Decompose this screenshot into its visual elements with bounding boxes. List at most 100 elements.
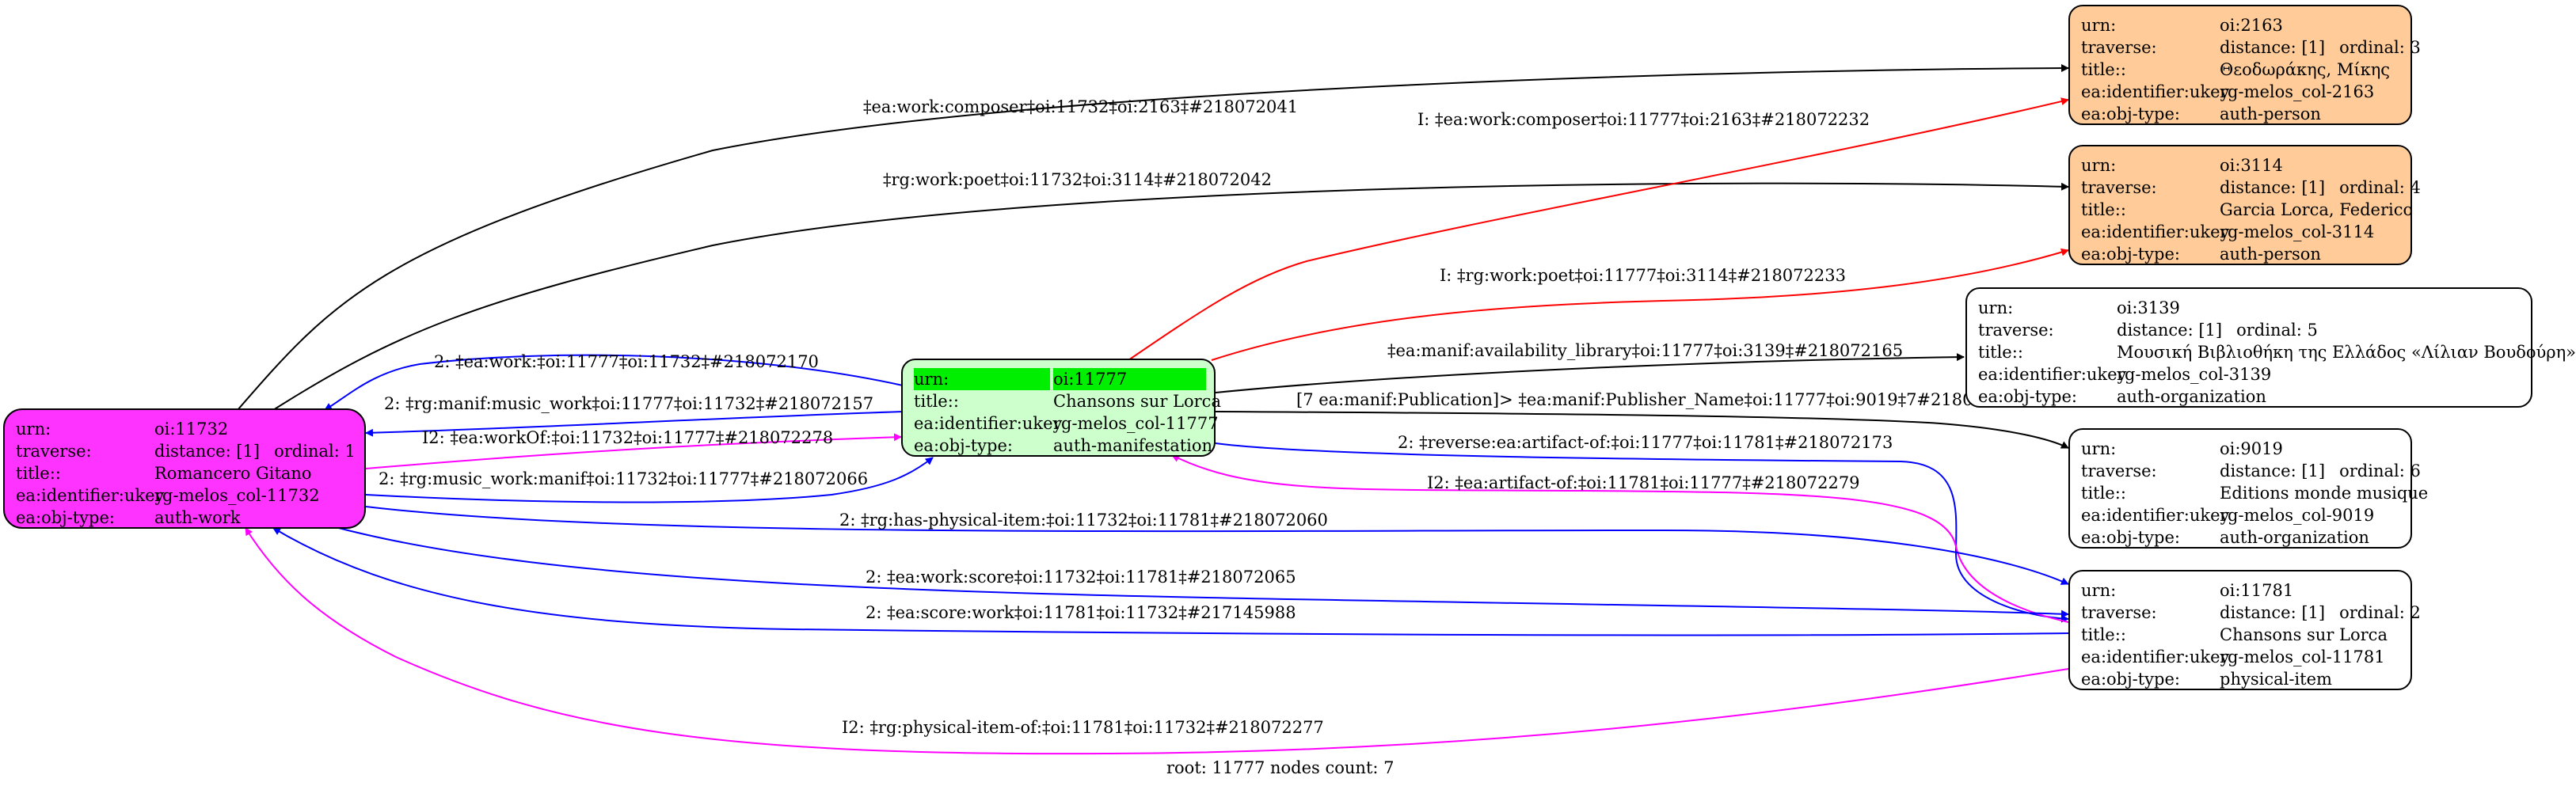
type-value: auth-work bbox=[154, 508, 241, 527]
edge-line-score-work bbox=[272, 527, 2069, 636]
edge-line-artifact-11781 bbox=[1171, 454, 2069, 623]
distance-value: distance: [1] bbox=[2117, 321, 2223, 340]
title-key: title:: bbox=[2081, 625, 2126, 644]
distance-value: distance: [1] bbox=[2220, 38, 2326, 57]
ukey-key: ea:identifier:ukey bbox=[16, 486, 165, 505]
ordinal-value: ordinal: 6 bbox=[2339, 461, 2421, 480]
type-value: auth-organization bbox=[2220, 528, 2369, 547]
ukey-key: ea:identifier:ukey bbox=[914, 414, 1063, 433]
urn-key: urn: bbox=[2081, 156, 2117, 175]
ordinal-value: ordinal: 4 bbox=[2339, 178, 2421, 197]
urn-key: urn: bbox=[2081, 16, 2117, 35]
title-value: Chansons sur Lorca bbox=[1053, 392, 1221, 411]
traverse-key: traverse: bbox=[2081, 38, 2157, 57]
traverse-key: traverse: bbox=[16, 442, 92, 461]
edge-label-work-score: 2: ‡ea:work:score‡oi:11732‡oi:11781‡#218… bbox=[866, 568, 1296, 587]
title-key: title:: bbox=[16, 464, 61, 483]
traverse-key: traverse: bbox=[1978, 321, 2054, 340]
ukey-key: ea:identifier:ukey bbox=[2081, 647, 2230, 666]
type-value: auth-person bbox=[2220, 104, 2321, 123]
edge-label-library-11777: ‡ea:manif:availability_library‡oi:11777‡… bbox=[1387, 341, 1904, 360]
edge-label-physical-item-of: I2: ‡rg:physical-item-of:‡oi:11781‡oi:11… bbox=[842, 718, 1324, 737]
ukey-value: rg-melos_col-3114 bbox=[2220, 222, 2375, 241]
urn-value: oi:11777 bbox=[1053, 368, 1206, 390]
node-11777-root[interactable]: urn:oi:11777 title::Chansons sur Lorca e… bbox=[901, 359, 1221, 457]
edge-label-work-11777: 2: ‡ea:work:‡oi:11777‡oi:11732‡#21807217… bbox=[434, 352, 819, 371]
edge-label-poet-11777: I: ‡rg:work:poet‡oi:11777‡oi:3114‡#21807… bbox=[1440, 266, 1846, 285]
graph-footer: root: 11777 nodes count: 7 bbox=[1166, 758, 1395, 777]
traverse-key: traverse: bbox=[2081, 178, 2157, 197]
edge-line-poet-11777 bbox=[1211, 248, 2069, 361]
type-key: ea:obj-type: bbox=[2081, 104, 2180, 123]
node-11781[interactable]: urn:oi:11781 traverse:distance: [1]ordin… bbox=[2068, 570, 2421, 690]
ordinal-value: ordinal: 1 bbox=[274, 442, 356, 461]
title-value: Θεοδωράκης, Μίκης bbox=[2220, 60, 2391, 79]
node-3114[interactable]: urn:oi:3114 traverse:distance: [1]ordina… bbox=[2068, 145, 2421, 265]
edge-line-library-11777 bbox=[1215, 353, 1965, 393]
edge-line-has-physical-item bbox=[365, 506, 2069, 585]
edge-line-composer-11777 bbox=[1128, 97, 2069, 361]
node-11732[interactable]: urn:oi:11732 traverse:distance: [1]ordin… bbox=[3, 408, 366, 529]
type-value: physical-item bbox=[2220, 670, 2332, 689]
type-key: ea:obj-type: bbox=[914, 436, 1013, 455]
type-value: auth-person bbox=[2220, 245, 2321, 264]
edge-line-work-11777 bbox=[324, 354, 904, 411]
title-value: Garcia Lorca, Federico bbox=[2220, 200, 2414, 219]
title-value: Editions monde musique bbox=[2220, 484, 2429, 503]
ukey-value: rg-melos_col-2163 bbox=[2220, 82, 2375, 101]
edge-label-music-work-11777: 2: ‡rg:manif:music_work‡oi:11777‡oi:1173… bbox=[384, 394, 874, 413]
type-key: ea:obj-type: bbox=[2081, 528, 2180, 547]
edge-line-workof-11732 bbox=[365, 433, 902, 469]
ukey-value: rg-melos_col-9019 bbox=[2220, 506, 2375, 525]
distance-value: distance: [1] bbox=[154, 442, 261, 461]
edge-line-music-work-11777 bbox=[365, 411, 904, 437]
edge-line-work-score bbox=[332, 526, 2069, 618]
edge-line-artifact-11777 bbox=[1215, 442, 2069, 623]
type-value: auth-organization bbox=[2117, 387, 2266, 406]
ukey-key: ea:identifier:ukey bbox=[2081, 222, 2230, 241]
ukey-value: rg-melos_col-3139 bbox=[2117, 365, 2272, 384]
title-key: title:: bbox=[1978, 343, 2023, 362]
urn-key: urn: bbox=[914, 368, 1050, 390]
edge-label-artifact-11777: 2: ‡reverse:ea:artifact-of:‡oi:11777‡oi:… bbox=[1398, 433, 1893, 452]
type-value: auth-manifestation bbox=[1053, 436, 1213, 455]
ukey-key: ea:identifier:ukey bbox=[1978, 365, 2127, 384]
node-3139[interactable]: urn:oi:3139 traverse:distance: [1]ordina… bbox=[1965, 287, 2576, 408]
ukey-value: rg-melos_col-11781 bbox=[2220, 647, 2385, 666]
title-value: Μουσική Βιβλιοθήκη της Ελλάδος «Λίλιαν Β… bbox=[2117, 343, 2576, 362]
type-key: ea:obj-type: bbox=[1978, 387, 2077, 406]
distance-value: distance: [1] bbox=[2220, 461, 2326, 480]
distance-value: distance: [1] bbox=[2220, 178, 2326, 197]
edge-line-composer-11732 bbox=[237, 64, 2069, 411]
title-key: title:: bbox=[914, 392, 959, 411]
title-key: title:: bbox=[2081, 200, 2126, 219]
edge-line-physical-item-of bbox=[245, 527, 2069, 755]
node-2163[interactable]: urn: oi:2163 traverse: distance: [1] ordina… bbox=[2068, 5, 2421, 125]
ukey-key: ea:identifier:ukey bbox=[2081, 82, 2230, 101]
urn-key: urn: bbox=[16, 420, 51, 439]
traverse-key: traverse: bbox=[2081, 461, 2157, 480]
type-key: ea:obj-type: bbox=[2081, 670, 2180, 689]
edge-label-artifact-11781: I2: ‡ea:artifact-of:‡oi:11781‡oi:11777‡#… bbox=[1427, 473, 1860, 492]
edge-label-composer-11732: ‡ea:work:composer‡oi:11732‡oi:2163‡#2180… bbox=[863, 97, 1299, 116]
urn-value: oi:3139 bbox=[2117, 298, 2180, 317]
urn-value: oi:2163 bbox=[2220, 16, 2283, 35]
edge-label-has-physical-item: 2: ‡rg:has-physical-item:‡oi:11732‡oi:11… bbox=[839, 511, 1328, 530]
title-key: title:: bbox=[2081, 484, 2126, 503]
ordinal-value: ordinal: 3 bbox=[2339, 38, 2421, 57]
node-9019[interactable]: urn: oi:9019 traverse: distance: [1] ordina… bbox=[2068, 428, 2428, 549]
type-key: ea:obj-type: bbox=[2081, 245, 2180, 264]
urn-key: urn: bbox=[2081, 439, 2117, 458]
edge-label-score-work: 2: ‡ea:score:work‡oi:11781‡oi:11732‡#217… bbox=[866, 603, 1296, 622]
title-value: Romancero Gitano bbox=[154, 464, 312, 483]
urn-value: oi:9019 bbox=[2220, 439, 2283, 458]
title-key: title:: bbox=[2081, 60, 2126, 79]
urn-value: oi:11781 bbox=[2220, 581, 2294, 600]
ukey-key: ea:identifier:ukey bbox=[2081, 506, 2230, 525]
edge-label-poet-11732: ‡rg:work:poet‡oi:11732‡oi:3114‡#21807204… bbox=[883, 170, 1272, 189]
ordinal-value: ordinal: 5 bbox=[2236, 321, 2318, 340]
edge-label-composer-11777: I: ‡ea:work:composer‡oi:11777‡oi:2163‡#2… bbox=[1417, 110, 1870, 129]
type-key: ea:obj-type: bbox=[16, 508, 115, 527]
edge-line-manif-11732 bbox=[365, 457, 934, 503]
